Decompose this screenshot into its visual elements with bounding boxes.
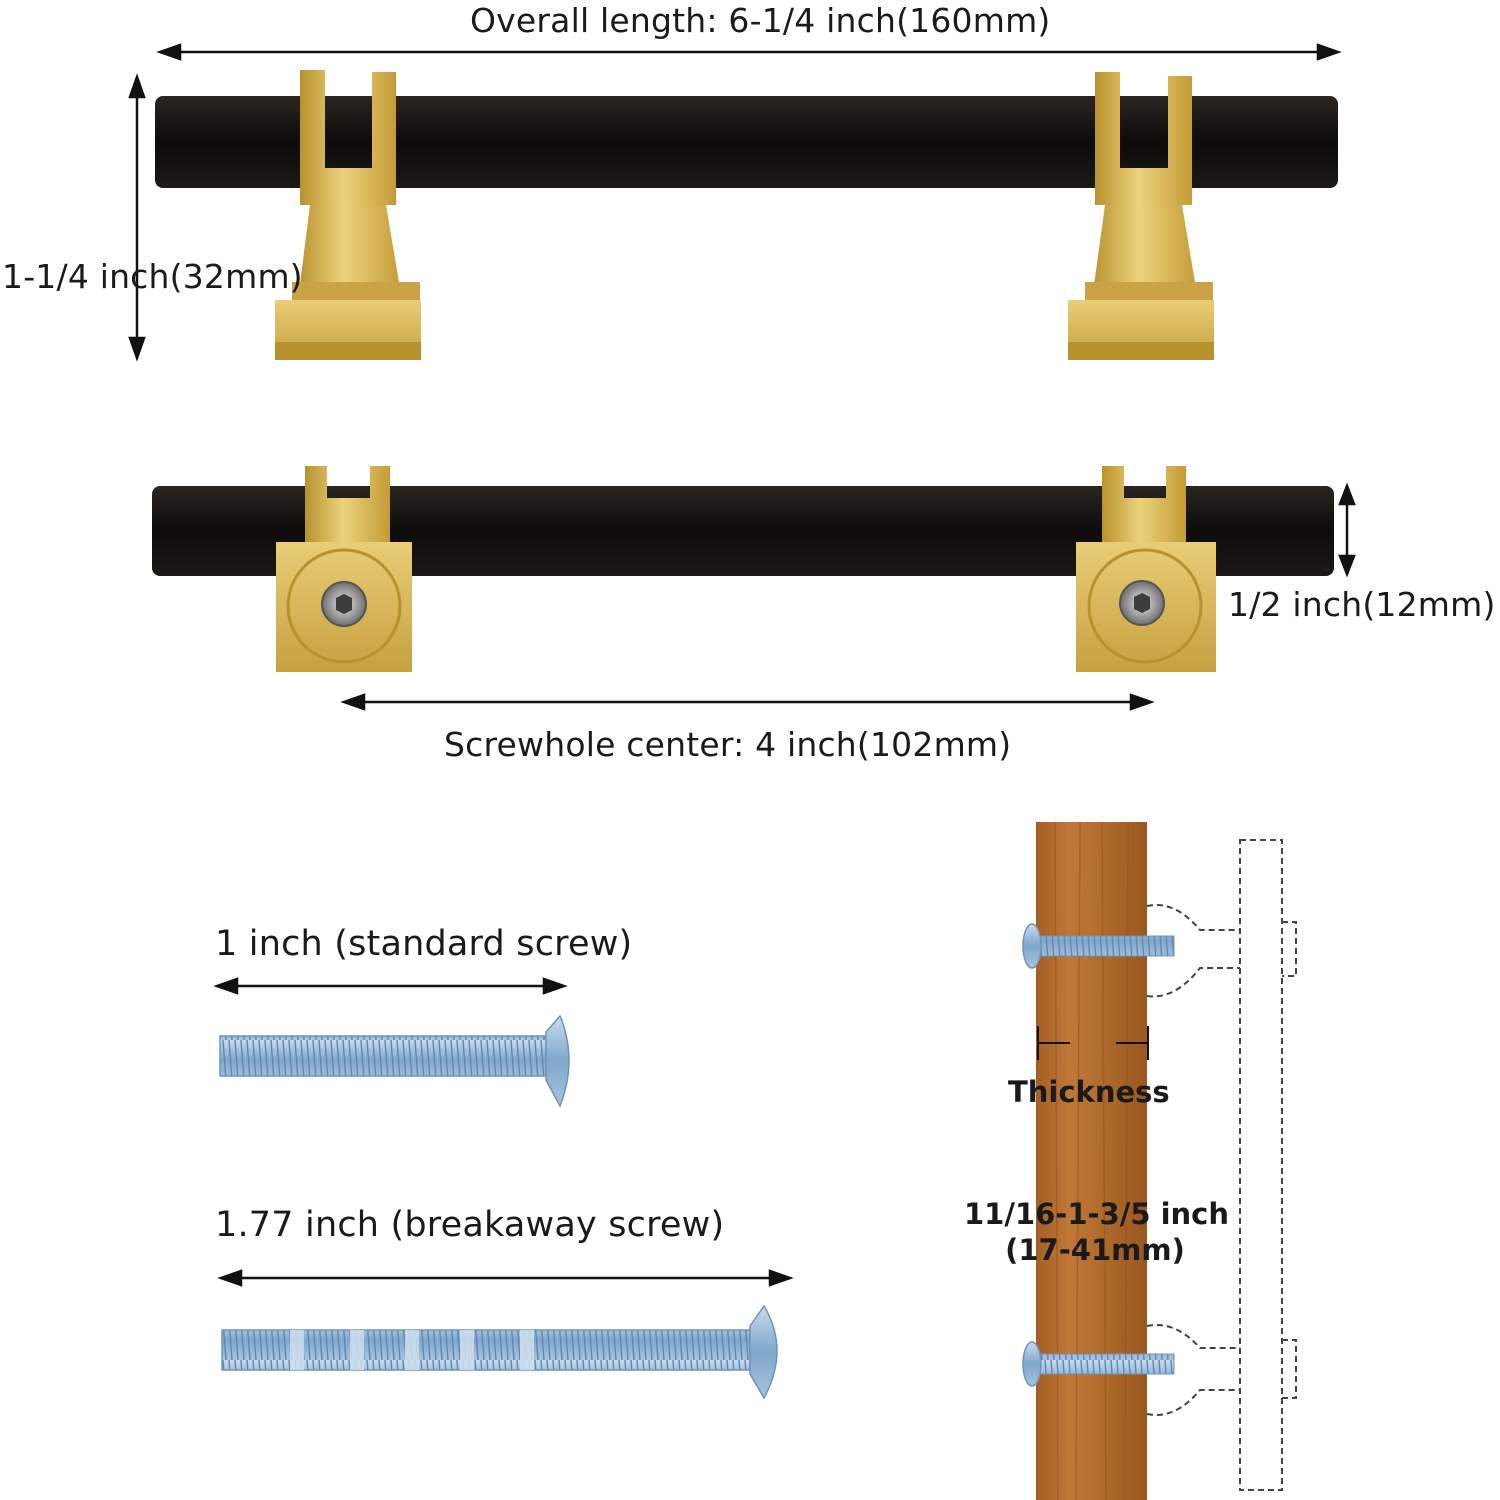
bar-width-label: 1/2 inch(12mm) <box>1228 585 1496 624</box>
left-mount-bottom <box>276 466 412 672</box>
breakaway-screw <box>217 1269 794 1400</box>
right-post <box>1068 72 1214 360</box>
left-post <box>275 70 421 360</box>
breakaway-screw-label: 1.77 inch (breakaway screw) <box>215 1205 725 1245</box>
thickness-range-inch: 11/16-1-3/5 inch <box>964 1197 1230 1231</box>
handle-side-view <box>128 43 1342 362</box>
thickness-range-label: 11/16-1-3/5 inch (17-41mm) <box>964 1196 1230 1269</box>
mount-screw-top <box>1022 923 1175 969</box>
handle-bar <box>155 96 1338 188</box>
bar-width-arrow <box>1338 482 1356 578</box>
handle-bar-bottom <box>152 486 1334 576</box>
height-arrow <box>128 73 146 362</box>
height-label: 1-1/4 inch(32mm) <box>2 257 303 296</box>
thickness-marker <box>1037 1026 1149 1060</box>
thickness-label: Thickness <box>1008 1075 1170 1109</box>
mount-screw-bottom <box>1022 1341 1175 1387</box>
standard-screw <box>213 977 570 1108</box>
standard-screw-label: 1 inch (standard screw) <box>215 924 633 964</box>
screwhole-center-label: Screwhole center: 4 inch(102mm) <box>444 725 1012 764</box>
overall-length-arrow <box>156 43 1342 61</box>
handle-outline-dashed <box>1146 839 1297 1491</box>
wood-panel <box>1036 822 1147 1500</box>
handle-bottom-view <box>152 466 1356 711</box>
screwhole-center-arrow <box>340 693 1155 711</box>
right-mount-bottom <box>1076 466 1216 672</box>
overall-length-label: Overall length: 6-1/4 inch(160mm) <box>470 1 1051 40</box>
thickness-range-mm: (17-41mm) <box>1005 1233 1185 1268</box>
mounting-diagram <box>1022 821 1297 1500</box>
